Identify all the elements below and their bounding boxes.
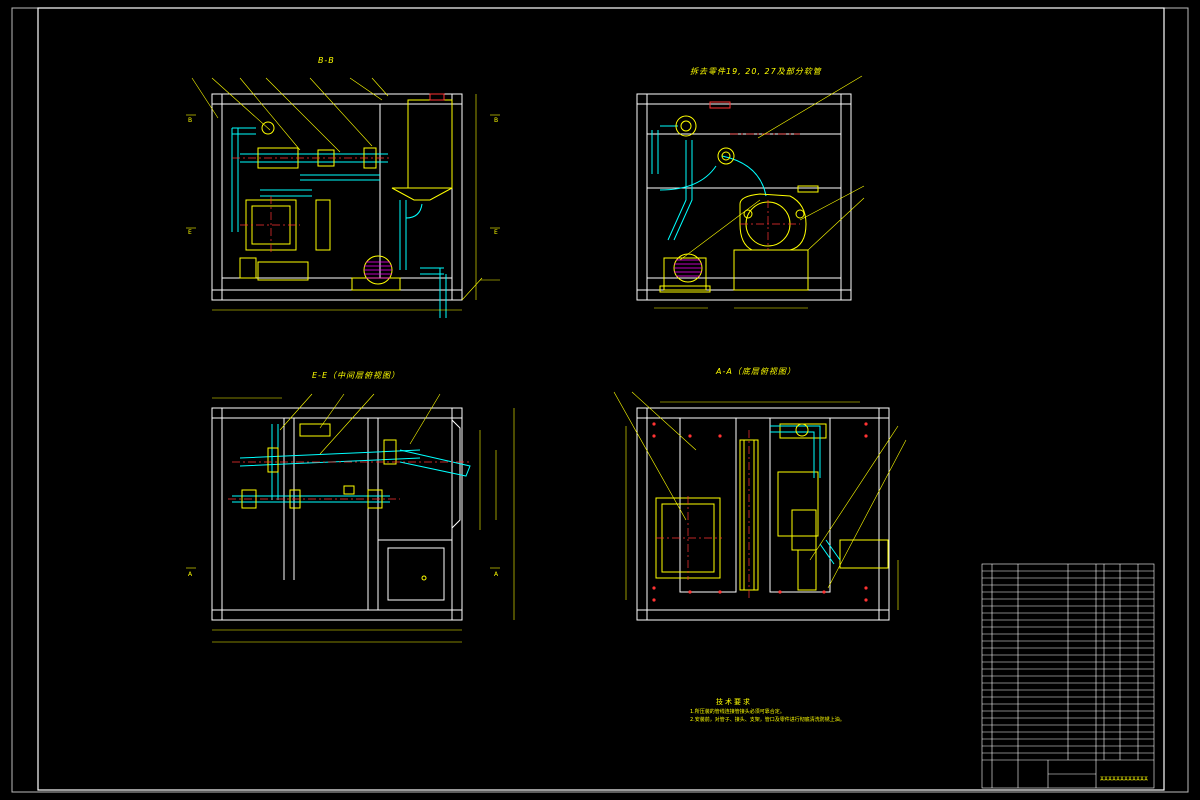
view-title-bb: B-B bbox=[318, 56, 335, 65]
notes-line-2: 2.安装前，对管子、接头、支架，管口及零件进行彻底清洗防锈上油。 bbox=[690, 717, 845, 723]
title-block bbox=[981, 563, 1155, 789]
view-top-right bbox=[636, 75, 865, 309]
technical-notes: 技术要求 1.所压装的管线连接管接头必须可靠合定。 2.安装前，对管子、接头、支… bbox=[690, 698, 845, 724]
notes-line-1: 1.所压装的管线连接管接头必须可靠合定。 bbox=[690, 709, 785, 715]
section-marker-a-left: A bbox=[188, 571, 193, 578]
outer-sheet-border bbox=[11, 7, 1189, 793]
section-marker-a-right: A bbox=[494, 571, 499, 578]
view-aa bbox=[613, 391, 907, 621]
title-block-drawing-name: 某某某某某某某某某某某某 bbox=[1100, 776, 1148, 781]
section-marker-b-right: B bbox=[494, 117, 499, 124]
section-marker-b-left: B bbox=[188, 117, 193, 124]
section-marker-e-right: E bbox=[494, 229, 498, 236]
view-title-ee: E-E（中间层俯视图） bbox=[312, 371, 400, 380]
section-marker-e-left: E bbox=[188, 229, 192, 236]
view-bb bbox=[186, 77, 500, 318]
view-ee bbox=[186, 393, 515, 643]
view-title-top-right: 拆去零件19, 20, 27及部分软管 bbox=[690, 67, 822, 76]
notes-heading: 技术要求 bbox=[716, 698, 752, 706]
view-title-aa: A-A（底层俯视图） bbox=[716, 367, 796, 376]
inner-frame-border bbox=[37, 7, 1165, 791]
